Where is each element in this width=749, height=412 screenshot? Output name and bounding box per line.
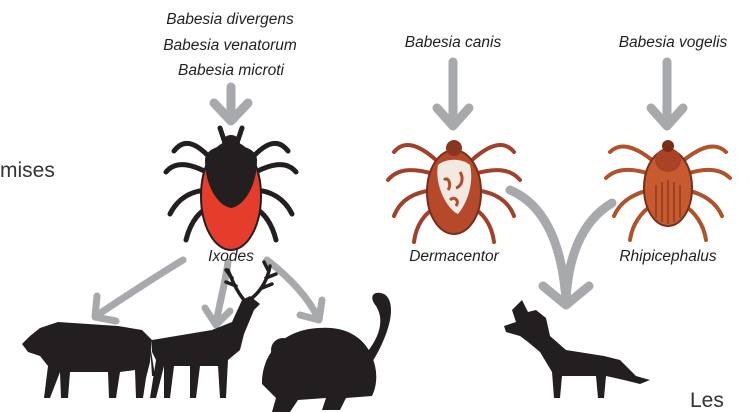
merging-arrow-to-dog [510,190,612,305]
arrow-ixodes-to-cow [95,260,183,321]
dog-silhouette [504,300,650,398]
arrow-vogelis-to-rhipicephalus [651,62,683,126]
arrow-babesia-to-ixodes [214,87,248,121]
arrow-canis-to-dermacentor [437,62,469,126]
mouse-silhouette [262,293,391,412]
arrow-ixodes-to-mouse [267,260,322,320]
cow-silhouette [22,322,155,398]
dermacentor-label: Dermacentor [398,249,510,265]
rhipicephalus-label: Rhipicephalus [602,249,734,265]
babesia-microti-label: Babesia microti [156,63,306,79]
rhipicephalus-body [644,140,692,226]
left-edge-text: mises [0,160,55,181]
ixodes-label: Ixodes [190,249,272,265]
bottom-right-edge-text: Les [690,390,724,411]
ixodes-body [201,135,261,250]
babesia-venatorum-label: Babesia venatorum [140,38,320,54]
deer-silhouette [150,262,276,398]
babesia-vogelis-label: Babesia vogelis [608,35,738,51]
dermacentor-body [427,140,481,234]
babesia-canis-label: Babesia canis [398,35,508,51]
babesia-divergens-label: Babesia divergens [148,12,312,28]
